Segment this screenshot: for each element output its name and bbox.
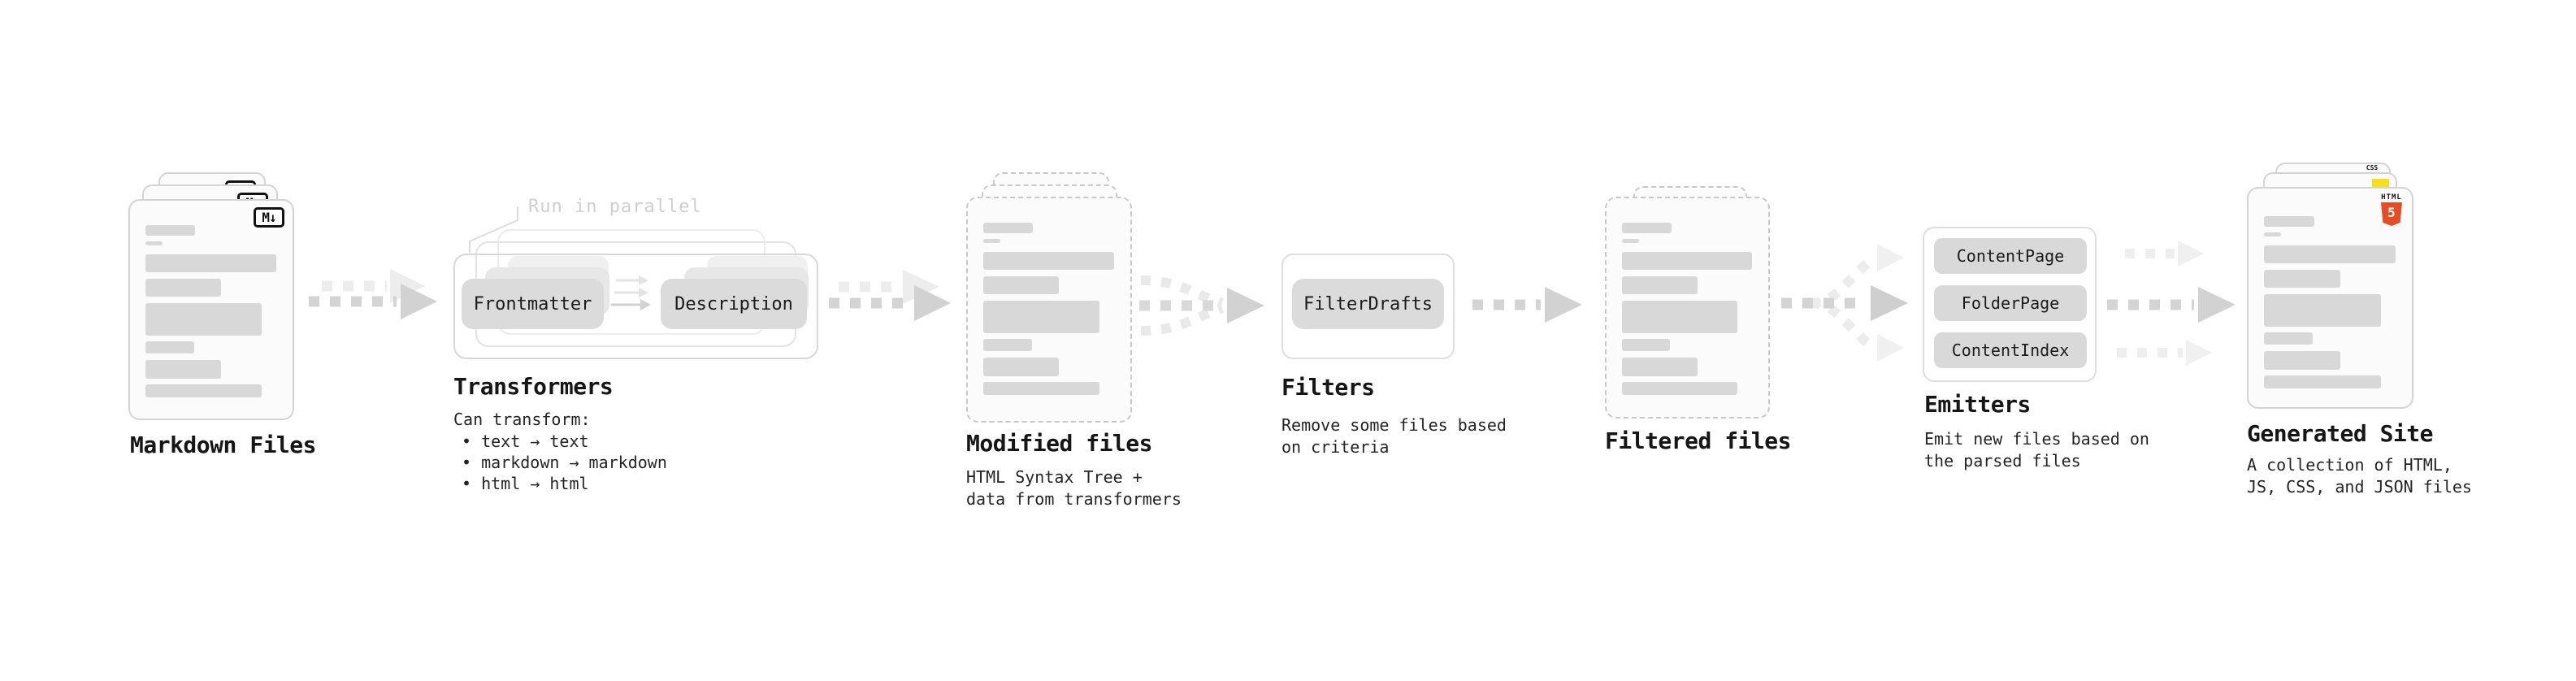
modified-desc-line: HTML Syntax Tree +	[966, 467, 1143, 487]
js-icon	[2372, 179, 2389, 189]
transformers-bullet: • text → text	[462, 432, 589, 451]
transformer-frontmatter: Frontmatter	[462, 279, 604, 329]
arrow-filters-to-filtered	[1472, 287, 1582, 323]
markdown-icon: M↓	[254, 207, 284, 228]
generated-file-card-html: HTML 5	[2247, 187, 2413, 409]
file-content-skeleton	[1607, 198, 1768, 395]
modified-desc-line: data from transformers	[966, 489, 1182, 509]
filters-desc-line: Remove some files based	[1281, 415, 1507, 435]
generated-desc-line: JS, CSS, and JSON files	[2247, 477, 2472, 497]
transformer-description: Description	[661, 279, 807, 329]
emitter-folderpage: FolderPage	[1934, 285, 2087, 321]
emitter-contentpage: ContentPage	[1934, 238, 2087, 274]
filters-desc-line: on criteria	[1281, 437, 1390, 457]
emitter-contentindex: ContentIndex	[1934, 332, 2087, 368]
run-in-parallel-note: Run in parallel	[528, 197, 702, 217]
generated-desc-line: A collection of HTML,	[2247, 455, 2452, 475]
file-content-skeleton	[130, 201, 293, 397]
transformers-desc-heading: Can transform:	[453, 410, 591, 429]
emitters-desc-line: Emit new files based on	[1924, 429, 2149, 449]
stage-title-modified-files: Modified files	[966, 430, 1153, 457]
stage-title-generated-site: Generated Site	[2247, 420, 2434, 447]
file-content-skeleton	[2249, 189, 2412, 388]
stage-title-filters: Filters	[1281, 374, 1375, 401]
stage-title-emitters: Emitters	[1924, 391, 2031, 418]
stage-title-transformers: Transformers	[453, 373, 614, 400]
transformers-bullet: • html → html	[462, 474, 589, 493]
arrow-modified-to-filters	[1139, 275, 1264, 336]
modified-file-card	[966, 197, 1132, 423]
arrow-transformers-to-modified	[829, 270, 951, 321]
transformer-frame	[453, 254, 818, 359]
filter-filterdrafts: FilterDrafts	[1292, 279, 1444, 329]
html5-icon: HTML 5	[2379, 193, 2404, 226]
file-content-skeleton	[968, 198, 1130, 395]
stage-title-markdown-files: Markdown Files	[130, 432, 317, 458]
arrow-filtered-to-emitters	[1781, 244, 1908, 362]
markdown-file-card: M↓	[128, 199, 294, 420]
stage-title-filtered-files: Filtered files	[1605, 427, 1792, 454]
transformers-bullet: • markdown → markdown	[462, 453, 667, 472]
arrow-emitters-to-generated	[2107, 241, 2236, 366]
filtered-file-card	[1605, 197, 1770, 419]
arrow-markdown-to-transformers	[309, 269, 437, 319]
emitters-desc-line: the parsed files	[1924, 451, 2081, 471]
